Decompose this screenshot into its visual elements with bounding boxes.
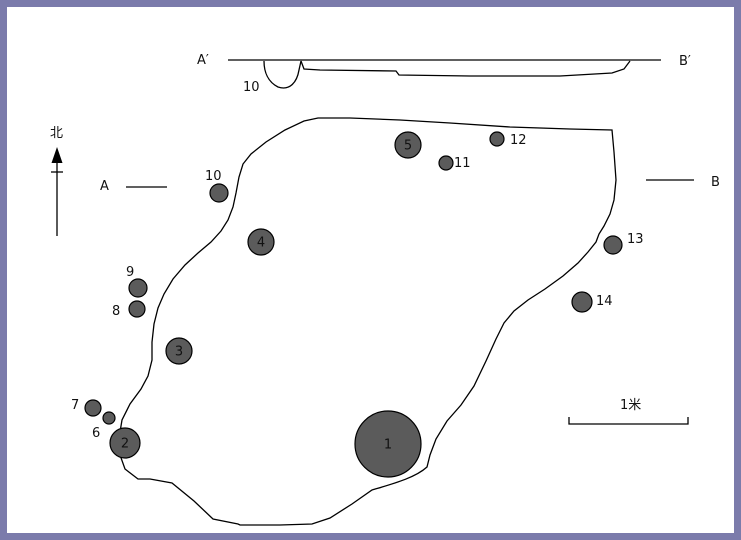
posthole-10-label: 10 <box>205 169 222 184</box>
plan-label-b: B <box>711 175 720 190</box>
posthole-9-label: 9 <box>126 265 134 280</box>
north-label: 北 <box>50 126 63 141</box>
posthole-11-label: 11 <box>454 156 471 171</box>
house-floor-outline <box>118 117 617 526</box>
north-arrow-head <box>51 147 63 163</box>
plan-label-a: A <box>100 179 109 194</box>
posthole-2 <box>109 427 141 459</box>
posthole-1 <box>354 410 422 478</box>
scale-bar <box>568 417 689 425</box>
posthole-12 <box>489 131 505 147</box>
posthole-2-label: 2 <box>121 437 129 452</box>
posthole-4-label: 4 <box>257 236 265 251</box>
posthole-3 <box>165 337 193 365</box>
posthole-7-label: 7 <box>71 398 79 413</box>
section-label-a-prime: A′ <box>197 53 209 68</box>
posthole-5 <box>394 131 422 159</box>
posthole-11 <box>438 155 454 171</box>
scale-label: 1米 <box>620 398 641 413</box>
posthole-12-label: 12 <box>510 133 527 148</box>
north-arrow-icon <box>51 147 63 236</box>
posthole-8-label: 8 <box>112 304 120 319</box>
posthole-13 <box>603 235 623 255</box>
section-floor-profile <box>300 60 631 77</box>
posthole-3-label: 3 <box>175 345 183 360</box>
posthole-14 <box>571 291 593 313</box>
section-label-b-prime: B′ <box>679 54 691 69</box>
posthole-5-label: 5 <box>404 139 412 154</box>
posthole-10 <box>209 183 229 203</box>
posthole-6-label: 6 <box>92 426 100 441</box>
posthole-6 <box>102 411 116 425</box>
posthole-14-label: 14 <box>596 294 613 309</box>
posthole-1-label: 1 <box>384 438 392 453</box>
section-label-10: 10 <box>243 80 260 95</box>
posthole-9 <box>128 278 148 298</box>
posthole-7 <box>84 399 102 417</box>
posthole-8 <box>128 300 146 318</box>
posthole-4 <box>247 228 275 256</box>
postholes: 1 2 3 4 5 6 7 8 9 10 11 12 13 14 <box>71 131 644 478</box>
section-posthole-10-profile <box>263 60 302 89</box>
posthole-13-label: 13 <box>627 232 644 247</box>
